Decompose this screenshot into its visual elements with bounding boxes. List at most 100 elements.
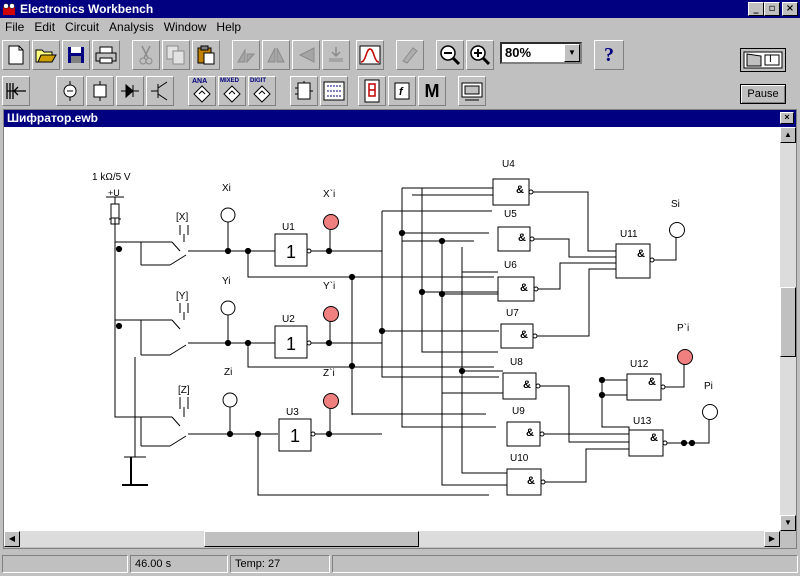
vertical-scroll-thumb[interactable] <box>780 287 796 357</box>
basic-bin-button[interactable] <box>86 76 114 106</box>
digital-ics-bin-button[interactable]: DIGIT <box>248 76 276 106</box>
analog-ics-bin-button[interactable]: ANA <box>188 76 216 106</box>
document-close-button[interactable]: × <box>780 112 794 124</box>
graph-icon <box>359 45 381 65</box>
favorites-bin-button[interactable] <box>2 76 30 106</box>
switch-z[interactable] <box>141 397 231 447</box>
transistors-bin-button[interactable] <box>146 76 174 106</box>
power-switch[interactable]: I <box>740 48 786 72</box>
function-block-icon: f <box>394 82 410 100</box>
gate-u13[interactable] <box>628 429 668 457</box>
menu-help[interactable]: Help <box>216 20 242 34</box>
analog-bin-label: ANA <box>192 78 208 85</box>
horizontal-scrollbar[interactable]: ◀ ▶ <box>4 531 780 547</box>
switch-x-label: [X] <box>176 212 188 223</box>
chevron-down-icon[interactable]: ▼ <box>564 44 580 62</box>
probe-z-inv-label: Z`i <box>323 367 335 379</box>
copy-button[interactable] <box>162 40 190 70</box>
transistor-icon <box>151 81 168 101</box>
gate-u13-symbol: & <box>650 432 658 444</box>
gate-u4[interactable] <box>492 178 534 206</box>
gate-u8[interactable] <box>502 372 541 400</box>
digital-bin-label: DIGIT <box>250 78 266 84</box>
component-properties-button[interactable] <box>396 40 424 70</box>
switch-y[interactable] <box>141 303 229 356</box>
gate-u5[interactable] <box>497 226 535 252</box>
clipboard-icon <box>197 45 215 65</box>
indicators-bin-button[interactable] <box>358 76 386 106</box>
instruments-bin-button[interactable] <box>458 76 486 106</box>
diodes-bin-button[interactable] <box>116 76 144 106</box>
vertical-scrollbar[interactable]: ▲ ▼ <box>780 127 796 531</box>
help-button[interactable]: ? <box>594 40 624 70</box>
sources-bin-button[interactable] <box>56 76 84 106</box>
inverter-u2[interactable] <box>274 325 312 359</box>
gate-u5-symbol: & <box>518 232 526 244</box>
flip-horizontal-button[interactable] <box>262 40 290 70</box>
subcircuit-button[interactable] <box>322 40 350 70</box>
misc-bin-button[interactable]: M <box>418 76 446 106</box>
restore-button[interactable]: ▫ <box>764 2 780 16</box>
pause-button[interactable]: Pause <box>740 84 786 104</box>
printer-icon <box>95 46 117 64</box>
gate-u10[interactable] <box>506 468 546 496</box>
close-button[interactable]: × <box>782 2 798 16</box>
power-switch-icon <box>743 51 783 69</box>
instrument-icon <box>461 82 483 101</box>
scroll-up-icon[interactable]: ▲ <box>780 127 796 143</box>
flip-vertical-button[interactable] <box>292 40 320 70</box>
paste-button[interactable] <box>192 40 220 70</box>
gate-u10-label: U10 <box>510 453 529 464</box>
menu-edit[interactable]: Edit <box>34 20 56 34</box>
mixed-ics-bin-button[interactable]: MIXED <box>218 76 246 106</box>
logic-gates-bin-button[interactable] <box>290 76 318 106</box>
inverter-u1-text: 1 <box>286 242 296 262</box>
gate-u6[interactable] <box>497 276 539 302</box>
menu-analysis[interactable]: Analysis <box>109 20 154 34</box>
gate-u9[interactable] <box>506 421 545 447</box>
menu-circuit[interactable]: Circuit <box>65 20 100 34</box>
inverter-u3-text: 1 <box>290 426 300 446</box>
new-file-button[interactable] <box>2 40 30 70</box>
gate-u7[interactable] <box>500 323 538 349</box>
circuit-canvas[interactable]: 1 kΩ/5 V +U [X <box>4 127 780 531</box>
print-button[interactable] <box>92 40 120 70</box>
seven-segment-icon <box>364 79 380 103</box>
inverter-u3[interactable] <box>278 418 316 452</box>
gate-u11[interactable] <box>615 243 655 279</box>
open-file-button[interactable] <box>32 40 60 70</box>
gate-u12[interactable] <box>626 373 666 401</box>
scroll-left-icon[interactable]: ◀ <box>4 531 20 547</box>
mixed-bin-label: MIXED <box>220 78 240 84</box>
inverter-u1[interactable] <box>274 233 312 267</box>
menu-file[interactable]: File <box>5 20 25 34</box>
scroll-right-icon[interactable]: ▶ <box>764 531 780 547</box>
voltage-source-icon <box>63 81 77 101</box>
scroll-down-icon[interactable]: ▼ <box>780 515 796 531</box>
copy-icon <box>166 45 185 65</box>
status-message <box>2 555 128 573</box>
zoom-in-button[interactable] <box>466 40 494 70</box>
graph-button[interactable] <box>356 40 384 70</box>
horizontal-scroll-thumb[interactable] <box>204 531 419 547</box>
rotate-button[interactable] <box>232 40 260 70</box>
misc-bin-label: M <box>424 80 440 101</box>
zoom-select[interactable]: 80% ▼ <box>500 42 582 64</box>
flip-horizontal-icon <box>267 47 285 63</box>
flip-vertical-icon <box>298 47 315 63</box>
menu-window[interactable]: Window <box>163 20 207 34</box>
probe-p-inv <box>677 349 693 365</box>
switch-x[interactable] <box>141 225 229 266</box>
save-file-button[interactable] <box>62 40 90 70</box>
cut-button[interactable] <box>132 40 160 70</box>
probe-xi-label: Xi <box>222 183 231 194</box>
zoom-out-button[interactable] <box>436 40 464 70</box>
controls-bin-button[interactable]: f <box>388 76 416 106</box>
gate-u10-symbol: & <box>527 475 535 487</box>
gate-u8-symbol: & <box>523 379 531 391</box>
gate-u11-label: U11 <box>620 229 638 240</box>
digital-bin-button[interactable] <box>320 76 348 106</box>
minimize-button[interactable]: _ <box>748 2 764 16</box>
probe-z-inv <box>323 393 339 409</box>
status-bar: 46.00 s Temp: 27 <box>0 553 800 573</box>
